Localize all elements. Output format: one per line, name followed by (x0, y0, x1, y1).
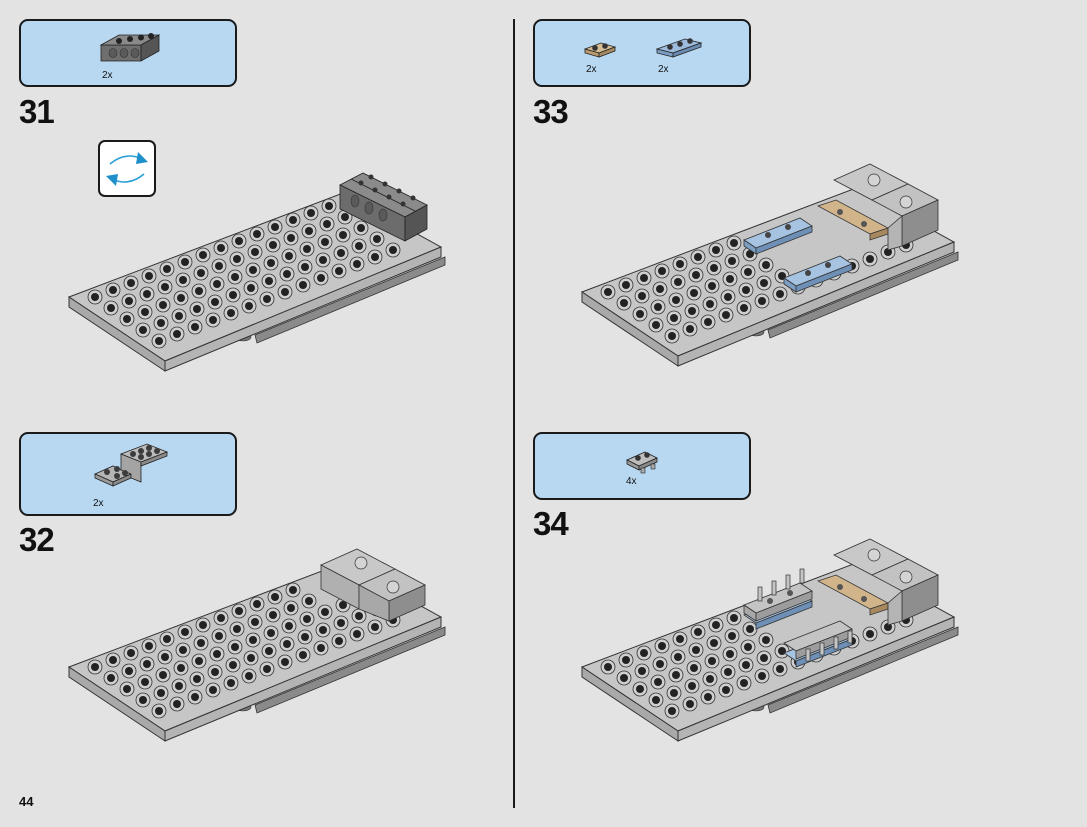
part-quantity: 2x (102, 70, 113, 81)
part-quantity: 4x (626, 476, 637, 487)
technic-brick-icon (99, 33, 161, 62)
parts-callout-step-31: 2x (19, 19, 237, 87)
column-divider (513, 19, 515, 808)
parts-callout-step-33: 2x 2x (533, 19, 751, 87)
tan-plate-icon (583, 42, 617, 58)
model-illustration-step-32 (67, 548, 446, 742)
plate-clip-icon (626, 451, 658, 474)
step-number: 31 (19, 93, 55, 130)
part-quantity: 2x (658, 64, 669, 75)
sand-blue-plate-icon (655, 38, 703, 58)
model-illustration-step-34 (580, 538, 959, 742)
rotate-arrows-icon (106, 152, 148, 186)
step-number: 33 (533, 93, 569, 130)
bracket-icon (94, 443, 169, 487)
step-number: 34 (533, 505, 569, 542)
parts-callout-step-34: 4x (533, 432, 751, 500)
model-illustration-step-31 (67, 172, 446, 372)
step-number: 32 (19, 521, 55, 558)
model-illustration-step-33 (580, 163, 959, 367)
part-quantity: 2x (93, 498, 104, 509)
part-quantity: 2x (586, 64, 597, 75)
page-number: 44 (19, 794, 34, 809)
parts-callout-step-32: 2x (19, 432, 237, 516)
rotate-model-callout (98, 140, 156, 197)
